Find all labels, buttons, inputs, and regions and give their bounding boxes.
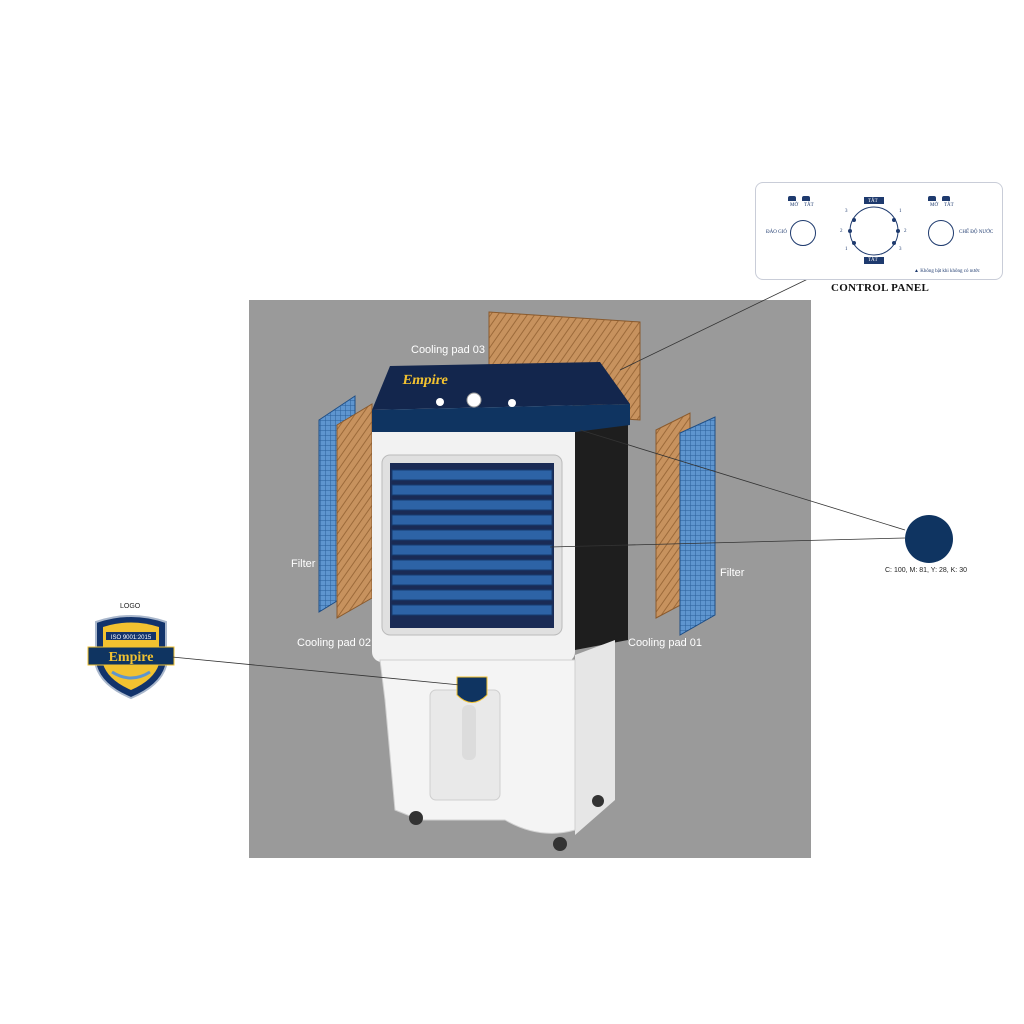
dial-num-1: 3 xyxy=(845,209,848,214)
cooler-body: Empire xyxy=(372,362,630,851)
water-mode-knob xyxy=(928,220,954,246)
svg-text:Empire: Empire xyxy=(109,650,154,665)
left-icon-label-2: TẮT xyxy=(804,203,814,208)
color-spec-text: C: 100, M: 81, Y: 28, K: 30 xyxy=(885,567,967,574)
right-icon-label-2: TẮT xyxy=(944,203,954,208)
dial-num-3: 1 xyxy=(845,247,848,252)
water-mode-label: CHẾ ĐỘ NƯỚC xyxy=(959,230,994,235)
logo-label: LOGO xyxy=(120,603,141,610)
left-icon-label-1: MỞ xyxy=(790,203,799,208)
dial-num-6: 3 xyxy=(899,247,902,252)
speed-dial xyxy=(848,197,900,264)
water-on-icon xyxy=(928,196,936,201)
control-panel-drawing: MỞ TẮT ĐẢO GIÓ TẮT TẮT 3 2 1 1 2 3 MỞ TẮ… xyxy=(755,182,1003,280)
brand-color-swatch xyxy=(905,515,953,563)
fan-off-icon xyxy=(802,196,810,201)
louvers xyxy=(391,469,553,616)
warning-label: Không bật khi không có nước xyxy=(920,269,980,274)
svg-text:ISO 9001:2015: ISO 9001:2015 xyxy=(111,635,152,641)
svg-text:Empire: Empire xyxy=(402,372,450,388)
filter-right xyxy=(679,416,716,636)
control-panel-caption: CONTROL PANEL xyxy=(831,282,930,294)
swing-knob xyxy=(790,220,816,246)
label-cooling-pad-02: Cooling pad 02 xyxy=(297,637,372,649)
warning-text: ▲ Không bật khi không có nước xyxy=(914,269,980,274)
dial-num-5: 2 xyxy=(904,229,907,234)
water-off-icon xyxy=(942,196,950,201)
cooling-pad-02 xyxy=(336,403,373,619)
empire-logo-shield: ISO 9001:2015 Empire xyxy=(87,615,175,700)
dial-num-4: 1 xyxy=(899,209,902,214)
label-cooling-pad-03: Cooling pad 03 xyxy=(411,344,486,356)
dial-bottom-label: TẮT xyxy=(868,258,878,263)
label-filter-left: Filter xyxy=(291,558,316,570)
label-filter-right: Filter xyxy=(720,567,745,579)
label-cooling-pad-01: Cooling pad 01 xyxy=(628,637,703,649)
dial-num-2: 2 xyxy=(840,229,843,234)
fan-on-icon xyxy=(788,196,796,201)
swing-label: ĐẢO GIÓ xyxy=(766,230,787,235)
dial-top-label: TẮT xyxy=(868,199,878,204)
right-icon-label-1: MỞ xyxy=(930,203,939,208)
leader-lines xyxy=(171,276,906,686)
